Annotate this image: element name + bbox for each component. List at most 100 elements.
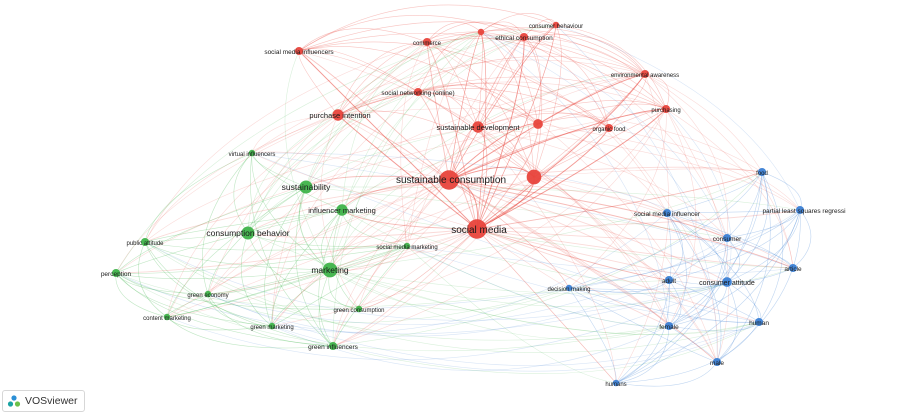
node-content-marketing[interactable] <box>163 313 171 321</box>
node-environmental-awareness[interactable] <box>640 69 650 79</box>
network-edge <box>329 228 478 272</box>
network-edge <box>615 279 670 384</box>
network-edge <box>523 36 763 173</box>
network-edge <box>207 237 728 326</box>
node-green-marketing[interactable] <box>268 322 276 330</box>
network-edge <box>417 84 539 125</box>
network-edge <box>533 168 763 178</box>
node-partial-least-squares[interactable] <box>795 205 805 215</box>
network-edge <box>298 33 667 110</box>
node-purchase-intention[interactable] <box>332 109 344 121</box>
network-edge <box>568 281 728 295</box>
node-sustainable-consumption[interactable] <box>439 170 459 190</box>
node-virtual-influencers[interactable] <box>248 149 256 157</box>
node-adult[interactable] <box>664 275 674 285</box>
network-edge <box>406 245 670 327</box>
node-marketing[interactable] <box>322 262 338 278</box>
node-green-influencers[interactable] <box>328 341 338 351</box>
node-social-media-marketing[interactable] <box>403 242 411 250</box>
network-edge <box>341 179 450 211</box>
network-edge <box>337 114 718 363</box>
network-edge <box>417 91 668 214</box>
node-label-consumer-behaviour: consumer behaviour <box>529 24 583 30</box>
network-edge <box>166 186 307 318</box>
network-edge <box>115 245 408 274</box>
network-edge <box>298 4 557 52</box>
network-edge <box>568 287 760 323</box>
network-edge <box>448 127 610 181</box>
network-edge <box>608 127 801 211</box>
network-edge <box>476 31 487 230</box>
node-social-media-influencer[interactable] <box>662 208 672 218</box>
network-edge <box>305 91 419 188</box>
node-consumer-attitude[interactable] <box>722 277 732 287</box>
node-red-unlabeled-a[interactable] <box>533 119 543 129</box>
network-edge <box>426 41 450 181</box>
node-human[interactable] <box>754 317 764 327</box>
network-edge <box>251 59 646 154</box>
node-sustainability[interactable] <box>299 180 313 194</box>
node-perception[interactable] <box>111 268 121 278</box>
network-edge <box>615 325 670 384</box>
network-edge <box>298 41 610 129</box>
node-food[interactable] <box>757 167 767 177</box>
network-edge <box>115 31 482 274</box>
network-edge <box>337 76 667 116</box>
network-edge <box>115 209 343 274</box>
node-sustainable-development[interactable] <box>472 121 484 133</box>
network-edge <box>251 152 343 211</box>
network-edge <box>247 179 450 234</box>
network-edge <box>166 316 334 349</box>
node-label-content-marketing: content marketing <box>143 316 191 322</box>
node-humans[interactable] <box>612 379 620 387</box>
network-edge <box>568 287 718 363</box>
node-influencer-marketing[interactable] <box>336 204 348 216</box>
node-consumer-behaviour[interactable] <box>552 21 560 29</box>
node-label-humans: humans <box>605 382 626 388</box>
node-ethical-consumption[interactable] <box>519 32 529 42</box>
network-edge <box>406 245 760 323</box>
network-edge <box>480 27 646 75</box>
network-edge <box>341 209 670 282</box>
network-nodes <box>111 21 805 387</box>
network-edge <box>329 171 763 271</box>
node-article[interactable] <box>788 263 798 273</box>
network-edge <box>144 209 343 243</box>
network-edge <box>533 24 562 178</box>
node-organic-food[interactable] <box>604 123 614 133</box>
node-commerce[interactable] <box>422 37 432 47</box>
network-edge <box>668 281 728 327</box>
network-edge <box>448 179 668 214</box>
node-public-attitude[interactable] <box>140 237 150 247</box>
node-decision-making[interactable] <box>565 284 573 292</box>
node-green-economy[interactable] <box>204 290 212 298</box>
node-label-marketing: marketing <box>311 265 349 275</box>
node-female[interactable] <box>664 321 674 331</box>
node-male[interactable] <box>712 357 722 367</box>
node-label-social-media: social media <box>451 225 507 236</box>
node-social-media[interactable] <box>467 219 487 239</box>
node-label-consumer: consumer <box>713 236 742 243</box>
network-edge <box>332 321 760 374</box>
network-edge <box>337 87 610 129</box>
network-edge <box>332 176 535 347</box>
network-edge <box>477 31 483 128</box>
network-edge <box>337 114 478 230</box>
node-label-adult: adult <box>662 278 676 285</box>
network-edge <box>555 24 801 211</box>
network-edge <box>264 186 307 327</box>
vosviewer-brand[interactable]: VOSviewer <box>2 390 85 412</box>
network-edge <box>417 83 610 129</box>
network-edge <box>448 31 482 181</box>
node-red-unlabeled-c[interactable] <box>477 28 485 36</box>
node-social-networking-online[interactable] <box>413 87 423 97</box>
network-edge <box>406 36 525 247</box>
network-edge <box>251 152 760 323</box>
node-social-media-influencers[interactable] <box>294 46 304 56</box>
node-red-unlabeled-b[interactable] <box>526 169 542 185</box>
node-purchasing[interactable] <box>661 104 671 114</box>
node-green-consumption[interactable] <box>355 305 363 313</box>
node-consumption-behavior[interactable] <box>241 226 255 240</box>
node-consumer[interactable] <box>722 233 732 243</box>
network-edge <box>358 123 539 310</box>
